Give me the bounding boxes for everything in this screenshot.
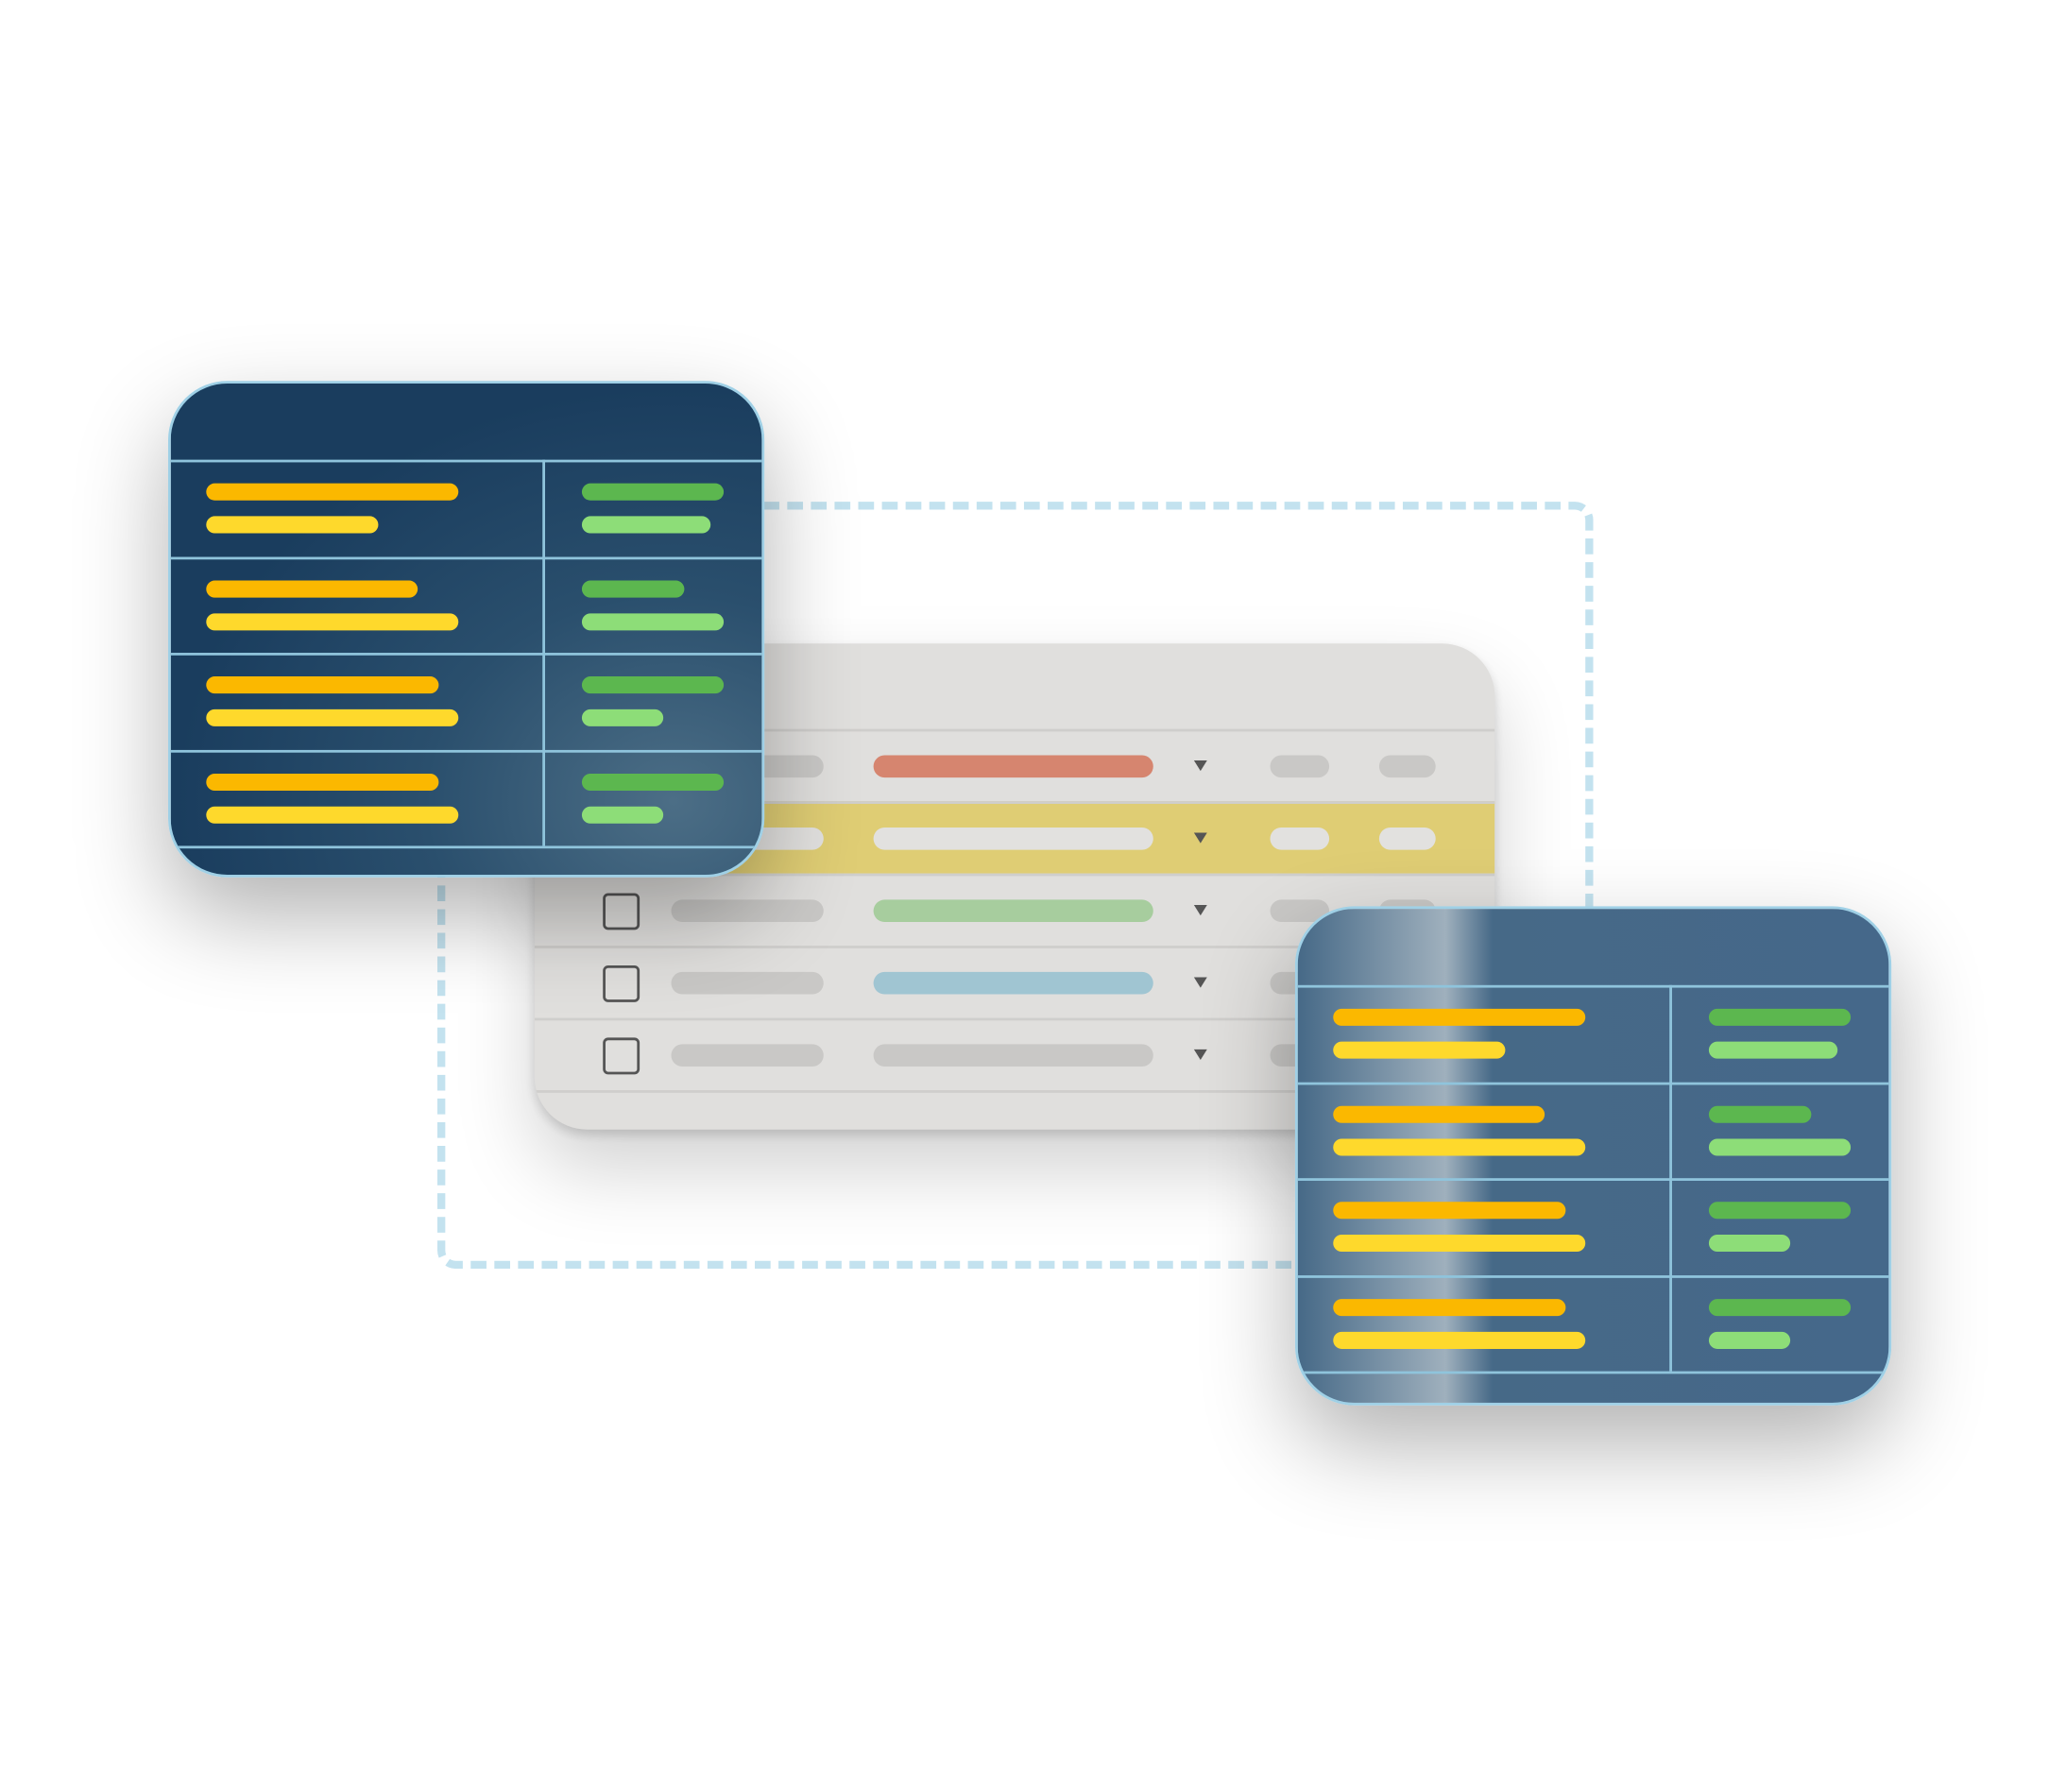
row-divider <box>1297 1274 1889 1278</box>
row-divider <box>170 459 762 463</box>
dropdown-arrow-icon[interactable] <box>1193 904 1207 916</box>
value-placeholder <box>1270 899 1330 923</box>
value-bar <box>1333 1041 1505 1059</box>
row-divider <box>1297 984 1889 988</box>
status-bar <box>581 773 725 791</box>
row-divider <box>1297 1178 1889 1181</box>
status-bar <box>581 483 725 501</box>
row-checkbox[interactable] <box>603 893 640 930</box>
name-placeholder <box>671 899 824 923</box>
name-placeholder <box>671 971 824 995</box>
label-bar <box>206 676 438 694</box>
status-sub-bar <box>1708 1137 1852 1155</box>
status-sub-bar <box>581 516 711 534</box>
table-row[interactable] <box>534 873 1495 946</box>
status-pill <box>873 1044 1153 1067</box>
label-bar <box>1333 1298 1565 1316</box>
source-data-card <box>167 381 765 878</box>
row-divider <box>1297 1371 1889 1374</box>
target-data-card <box>1294 906 1892 1406</box>
dropdown-arrow-icon[interactable] <box>1193 760 1207 772</box>
dashed-connector <box>437 502 1594 1270</box>
value-placeholder <box>1270 755 1330 778</box>
label-bar <box>1333 1105 1545 1123</box>
label-bar <box>1333 1202 1565 1220</box>
status-pill <box>873 899 1153 923</box>
value-bar <box>1333 1234 1586 1253</box>
status-bar <box>1708 1298 1852 1316</box>
status-pill <box>873 755 1153 778</box>
row-divider <box>170 555 762 559</box>
status-bar <box>1708 1105 1812 1123</box>
status-bar <box>1708 1202 1852 1220</box>
value-bar <box>206 708 459 726</box>
status-bar <box>581 676 725 694</box>
label-bar <box>206 483 459 501</box>
value-bar <box>1333 1137 1586 1155</box>
column-divider <box>1669 984 1672 1372</box>
status-sub-bar <box>581 806 663 824</box>
status-sub-bar <box>1708 1331 1790 1349</box>
status-bar <box>581 579 685 597</box>
row-divider <box>1297 1081 1889 1084</box>
name-placeholder <box>671 1044 824 1067</box>
status-sub-bar <box>1708 1041 1838 1059</box>
status-sub-bar <box>581 612 725 630</box>
value-bar <box>206 516 378 534</box>
value-bar <box>1333 1331 1586 1349</box>
value-bar <box>206 612 459 630</box>
row-divider <box>170 749 762 753</box>
label-bar <box>206 773 438 791</box>
status-pill <box>873 827 1153 850</box>
dropdown-arrow-icon[interactable] <box>1193 977 1207 988</box>
value-placeholder <box>1378 755 1436 778</box>
dropdown-arrow-icon[interactable] <box>1193 1049 1207 1061</box>
status-sub-bar <box>1708 1234 1790 1253</box>
row-checkbox[interactable] <box>603 1037 640 1075</box>
table-footer <box>534 1090 1495 1130</box>
status-pill <box>873 971 1153 995</box>
status-bar <box>1708 1008 1852 1026</box>
row-checkbox[interactable] <box>603 964 640 1002</box>
value-bar <box>206 806 459 824</box>
value-placeholder <box>1270 827 1330 850</box>
dropdown-arrow-icon[interactable] <box>1193 832 1207 844</box>
row-divider <box>170 653 762 656</box>
label-bar <box>1333 1008 1586 1026</box>
label-bar <box>206 579 418 597</box>
value-placeholder <box>1378 827 1436 850</box>
column-divider <box>542 459 546 846</box>
status-sub-bar <box>581 708 663 726</box>
row-divider <box>170 845 762 849</box>
